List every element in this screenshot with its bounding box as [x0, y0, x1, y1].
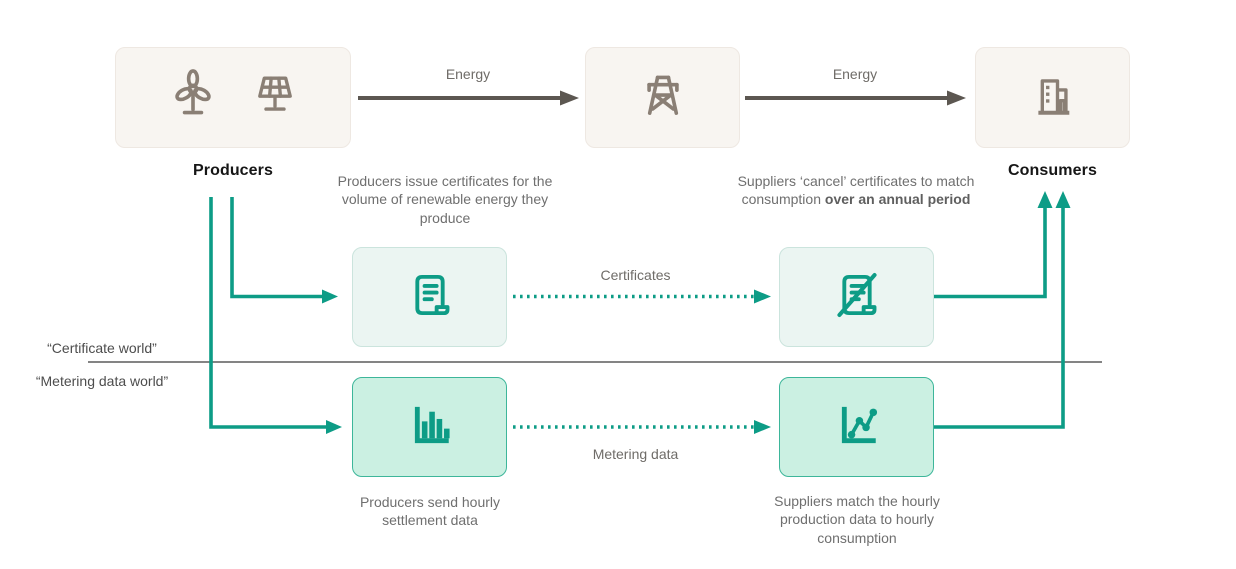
certificates-dotted-arrow — [513, 289, 771, 304]
certificate-cancel-box — [779, 247, 934, 347]
certificate-world-label: “Certificate world” — [47, 340, 157, 356]
match-to-consumers-arrow — [934, 191, 1071, 429]
solar-panel-icon — [248, 68, 302, 127]
consumers-label: Consumers — [1008, 162, 1097, 179]
send-hourly-note: Producers send hourly settlement data — [359, 494, 501, 529]
producers-label: Producers — [192, 162, 274, 179]
energy-label-right: Energy — [832, 66, 878, 82]
issue-certificates-note: Producers issue certificates for the vol… — [337, 173, 553, 226]
cancelled-certificate-icon — [828, 266, 886, 329]
certificate-icon — [401, 266, 459, 329]
producer-to-certificate-arrow — [230, 197, 338, 304]
match-hourly-note: Suppliers match the hourly production da… — [774, 493, 940, 546]
producer-to-metering-arrow — [209, 197, 342, 434]
bar-chart-icon — [401, 396, 459, 459]
grid-box — [585, 47, 740, 148]
producers-box — [115, 47, 351, 148]
wind-turbine-icon — [164, 66, 222, 129]
energy-arrow-right — [745, 90, 966, 106]
metering-match-box — [779, 377, 934, 477]
metering-flow-label: Metering data — [592, 446, 679, 462]
metering-world-label: “Metering data world” — [35, 373, 169, 389]
energy-arrow-left — [358, 90, 579, 106]
cancel-certificates-note: Suppliers ‘cancel’ certificates to match… — [728, 172, 984, 209]
metering-send-box — [352, 377, 507, 477]
cancel-note-bold: over an annual period — [824, 191, 971, 208]
line-chart-icon — [828, 396, 886, 459]
metering-dotted-arrow — [513, 420, 771, 434]
office-building-icon — [1026, 68, 1080, 127]
transmission-tower-icon — [634, 66, 692, 129]
certificate-issue-box — [352, 247, 507, 347]
energy-label-left: Energy — [445, 66, 491, 82]
certificates-flow-label: Certificates — [600, 267, 671, 283]
consumers-box — [975, 47, 1130, 148]
cancel-note-text: Suppliers ‘cancel’ certificates to match… — [737, 173, 975, 208]
